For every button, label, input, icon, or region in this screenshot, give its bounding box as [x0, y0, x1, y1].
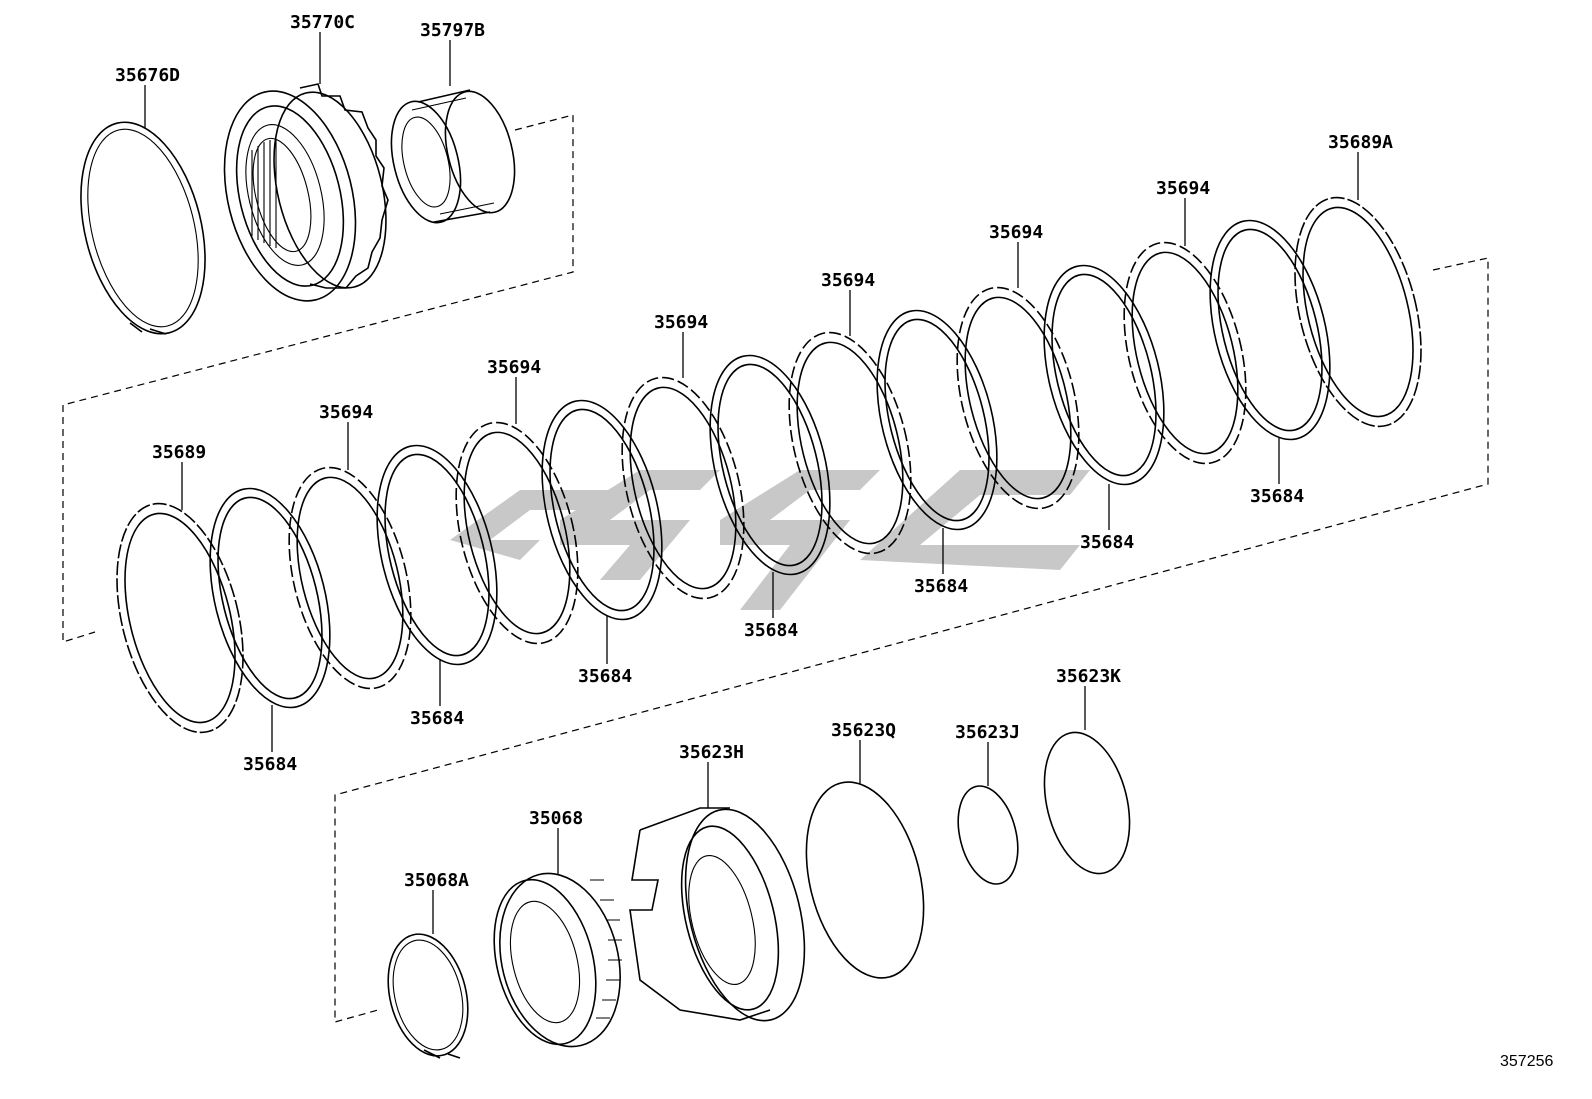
label-35684-5: 35684 [914, 576, 968, 597]
label-35623J: 35623J [955, 722, 1020, 743]
label-35623Q: 35623Q [831, 720, 896, 741]
watermark-logo [450, 470, 1090, 610]
label-35676D: 35676D [115, 65, 180, 86]
friction-disc-35694-d [788, 331, 912, 555]
label-35684-6: 35684 [1080, 532, 1134, 553]
spring-retainer-35068 [493, 872, 622, 1048]
steel-plate-35684-d [709, 354, 831, 576]
friction-disc-35694-f [1123, 241, 1247, 465]
label-35689: 35689 [152, 442, 206, 463]
backing-plate-35689 [116, 502, 244, 734]
o-ring-35623J [957, 785, 1019, 885]
label-35684-4: 35684 [744, 620, 798, 641]
o-ring-35623K [1043, 731, 1131, 875]
steel-plate-35684-f [1043, 264, 1165, 486]
label-35694-3: 35694 [654, 312, 708, 333]
label-35694-6: 35694 [1156, 178, 1210, 199]
steel-plate-35684-g [1209, 219, 1331, 441]
steel-plate-35684-a [209, 487, 331, 709]
snap-ring-35068A [387, 933, 469, 1059]
label-35684-3: 35684 [578, 666, 632, 687]
steel-plate-35684-e [876, 309, 998, 531]
friction-disc-35694-c [621, 376, 745, 600]
label-35684-7: 35684 [1250, 486, 1304, 507]
label-35797B: 35797B [420, 20, 485, 41]
label-35623K: 35623K [1056, 666, 1121, 687]
steel-plate-35684-c [541, 399, 663, 621]
assembly-boundary-top [62, 114, 574, 643]
steel-plate-35684-b [376, 444, 498, 666]
label-35694-1: 35694 [319, 402, 373, 423]
pressure-plate-35689A [1294, 196, 1422, 428]
label-35684-1: 35684 [243, 754, 297, 775]
friction-disc-35694-a [288, 466, 412, 690]
clutch-pack [116, 196, 1422, 734]
label-35068A: 35068A [404, 870, 469, 891]
figure-code: 357256 [1500, 1053, 1553, 1070]
clutch-hub-35770C [223, 83, 389, 302]
snap-ring-35676D [80, 121, 206, 335]
label-35068: 35068 [529, 808, 583, 829]
leader-lines [144, 32, 1359, 934]
label-35770C: 35770C [290, 12, 355, 33]
label-35623H: 35623H [679, 742, 744, 763]
assembly-boundary-bottom [334, 257, 1489, 1023]
friction-disc-35694-e [956, 286, 1080, 510]
o-ring-35623Q [805, 781, 925, 979]
label-35694-5: 35694 [989, 222, 1043, 243]
label-35689A: 35689A [1328, 132, 1393, 153]
label-35684-2: 35684 [410, 708, 464, 729]
label-35694-2: 35694 [487, 357, 541, 378]
clutch-piston-35623H [629, 807, 806, 1022]
bearing-35797B [390, 89, 516, 224]
label-35694-4: 35694 [821, 270, 875, 291]
friction-disc-35694-b [455, 421, 579, 645]
